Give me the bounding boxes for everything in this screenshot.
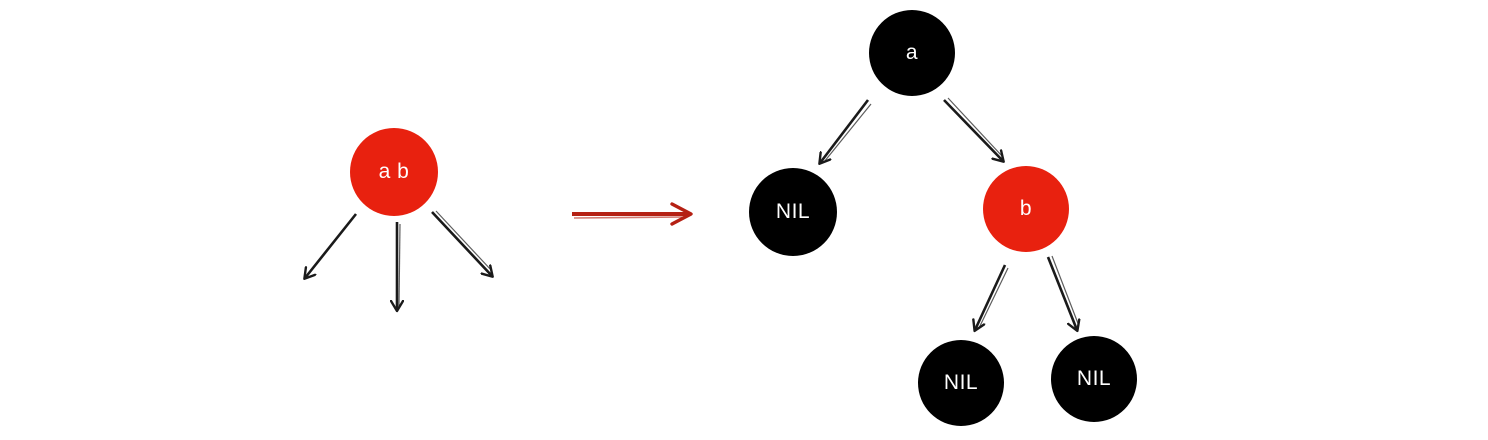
node-nil-b-left-label: NIL: [943, 371, 979, 394]
node-nil-b-left: NIL: [918, 340, 1004, 426]
node-nil-b-right: NIL: [1051, 336, 1137, 422]
pointer-middle: [397, 222, 400, 310]
edge-b-to-nil-left: [975, 264, 1009, 330]
edge-a-to-nil: [820, 99, 872, 163]
transform-arrow: [572, 202, 693, 226]
node-ab-label: a b: [378, 160, 410, 183]
node-a-label: a: [905, 41, 919, 64]
node-nil-left-label: NIL: [775, 200, 811, 223]
left-node-pointers: [305, 210, 492, 310]
right-tree-edges: [820, 97, 1079, 330]
edge-a-to-b: [943, 97, 1003, 161]
node-nil-left: NIL: [749, 168, 837, 256]
node-b-label: b: [1019, 197, 1033, 220]
node-b: b: [983, 166, 1069, 252]
pointer-right: [431, 210, 492, 276]
edge-b-to-nil-right: [1046, 255, 1079, 330]
node-a: a: [869, 10, 955, 96]
node-ab: a b: [350, 128, 438, 216]
pointer-left: [305, 213, 358, 278]
node-nil-b-right-label: NIL: [1076, 367, 1112, 390]
